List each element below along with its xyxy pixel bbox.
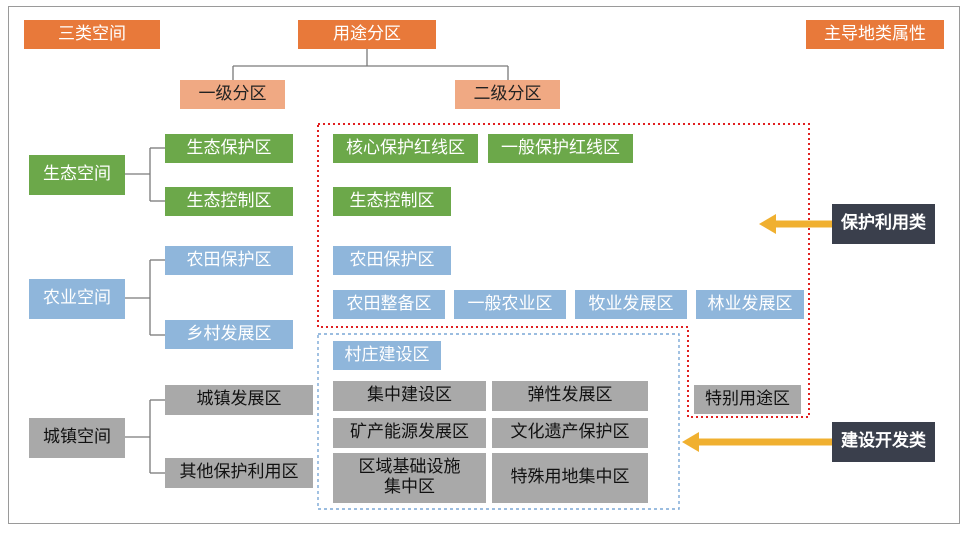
header-use-zoning: 用途分区 [298,20,436,49]
l2-eco-control: 生态控制区 [333,187,451,216]
category-protect-use: 保护利用类 [832,204,935,244]
arrow-protect-head [759,214,776,234]
header-three-spaces: 三类空间 [24,20,160,49]
l2-flexible-dev: 弹性发展区 [492,381,648,411]
space-eco: 生态空间 [29,155,125,195]
header-level2: 二级分区 [455,80,560,109]
header-dominant-attr: 主导地类属性 [806,20,944,49]
l2-core-redline: 核心保护红线区 [333,134,478,163]
l1-farmland-protect: 农田保护区 [165,246,293,275]
arrow-construction-head [682,432,699,452]
l1-eco-control: 生态控制区 [165,187,293,216]
category-construction-dev: 建设开发类 [832,422,935,462]
space-agri: 农业空间 [29,279,125,319]
l1-town-dev: 城镇发展区 [165,385,313,415]
l2-farmland-protect: 农田保护区 [333,246,451,275]
l2-village-build: 村庄建设区 [333,341,441,370]
l2-concentrated-build: 集中建设区 [333,381,486,411]
l1-eco-protect: 生态保护区 [165,134,293,163]
l2-forestry-dev: 林业发展区 [696,290,804,319]
space-urban: 城镇空间 [29,418,125,458]
l2-pasture-dev: 牧业发展区 [575,290,687,319]
l2-general-agri: 一般农业区 [454,290,566,319]
construction-dev-outline [317,333,680,510]
l2-special-use: 特别用途区 [694,385,801,414]
diagram-frame [8,6,960,524]
l1-rural-dev: 乡村发展区 [165,320,293,349]
l2-general-redline: 一般保护红线区 [488,134,633,163]
l2-mineral-energy: 矿产能源发展区 [333,418,486,448]
header-level1: 一级分区 [180,80,285,109]
l2-regional-infra: 区域基础设施 集中区 [333,453,486,503]
l2-farmland-consolidate: 农田整备区 [333,290,445,319]
l1-other-protect: 其他保护利用区 [165,458,313,488]
l2-cultural-heritage: 文化遗产保护区 [492,418,648,448]
l2-special-land: 特殊用地集中区 [492,453,648,503]
protect-use-outline [317,123,810,418]
